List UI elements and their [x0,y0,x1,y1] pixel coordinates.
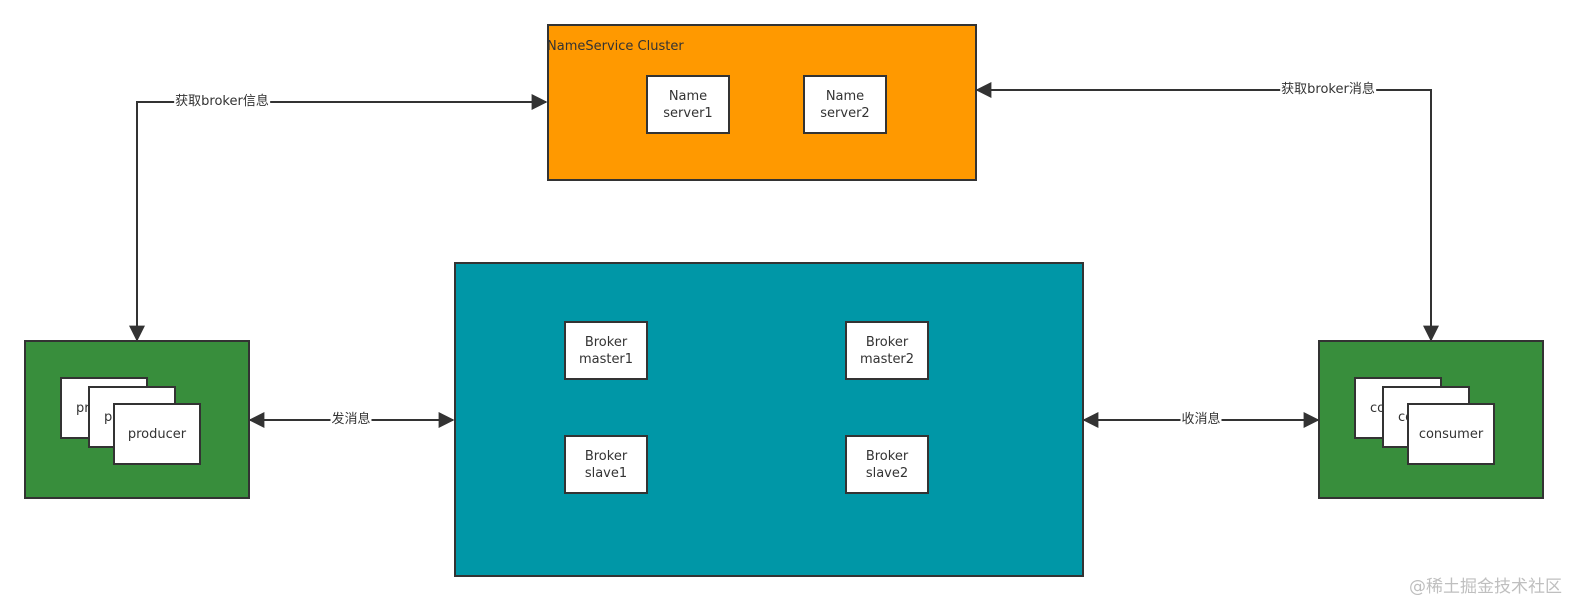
nameservice-cluster [547,24,977,181]
edge-label-producer-nameservice: 获取broker信息 [174,94,270,110]
broker-cluster [454,262,1084,577]
broker-slave-1: Broker slave1 [564,435,648,494]
producer-front: producer [113,403,201,465]
name-server-2: Name server2 [803,75,887,134]
edge-label-broker-consumer: 收消息 [1180,412,1222,428]
broker-slave-2: Broker slave2 [845,435,929,494]
consumer-front: consumer [1407,403,1495,465]
edge-producer-nameservice [129,94,548,342]
broker-master-1: Broker master1 [564,321,648,380]
broker-master-2: Broker master2 [845,321,929,380]
name-server-1: Name server1 [646,75,730,134]
watermark: @稀土掘金技术社区 [1409,577,1562,597]
edge-consumer-nameservice [975,82,1439,342]
edge-label-consumer-nameservice: 获取broker消息 [1280,82,1376,98]
nameservice-cluster-title: NameService Cluster [547,39,684,54]
edge-label-producer-broker: 发消息 [330,412,372,428]
